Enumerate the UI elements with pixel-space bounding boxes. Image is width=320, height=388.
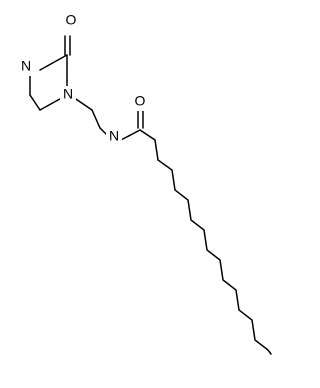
ring-nh-label: N	[21, 58, 31, 74]
bond-ring-carbonyl-to-nh	[39, 54, 68, 71]
amide-o-label-bg	[132, 93, 148, 111]
ring-tertiary-nitrogen-label: N	[63, 86, 73, 102]
bonds	[29, 35, 272, 355]
bond-ethyl-c1-c2	[91, 109, 101, 129]
molecule-diagram: O N N O N	[18, 11, 272, 355]
ring-carbonyl-o-label-bg	[63, 12, 79, 30]
amide-oxygen-label: O	[135, 93, 146, 109]
ring-nh-label-bg	[18, 58, 34, 76]
atom-labels: O N N O N	[18, 12, 148, 146]
ring-n-label-bg	[60, 86, 76, 104]
amide-nitrogen-label: N	[109, 128, 119, 144]
ring-carbonyl-oxygen-label: O	[66, 12, 77, 28]
bond-ring-ch2-to-ch2	[29, 94, 41, 111]
bond-amide-n-to-carbonyl-c	[120, 129, 141, 141]
bond-chain-zigzag	[139, 129, 272, 355]
structure-canvas: O N N O N	[18, 11, 272, 355]
amide-n-label-bg	[106, 128, 122, 146]
